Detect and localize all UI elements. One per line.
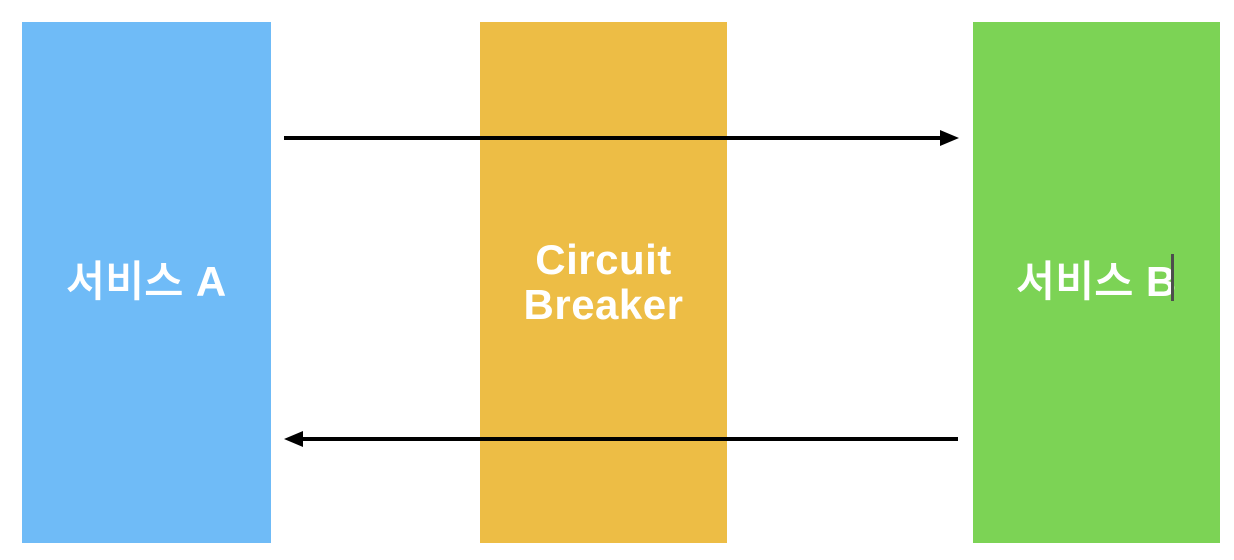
node-service-a-label: 서비스 A <box>66 258 227 306</box>
node-circuit-breaker[interactable]: Circuit Breaker <box>480 22 727 543</box>
arrow-b-to-a-head <box>284 431 303 447</box>
arrow-a-to-b[interactable] <box>284 130 959 146</box>
arrow-b-to-a[interactable] <box>284 431 958 447</box>
node-service-b[interactable]: 서비스 B <box>973 22 1220 543</box>
arrow-a-to-b-head <box>940 130 959 146</box>
node-service-a[interactable]: 서비스 A <box>22 22 271 543</box>
node-service-b-label: 서비스 B <box>1016 258 1177 306</box>
node-circuit-breaker-label: Circuit Breaker <box>523 236 684 328</box>
text-cursor <box>1171 254 1174 301</box>
